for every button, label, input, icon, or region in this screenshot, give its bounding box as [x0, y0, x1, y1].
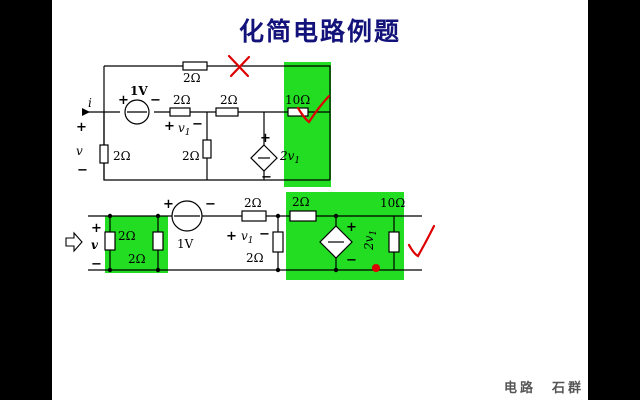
bottom-resistor-shunt-label: 2Ω: [246, 251, 264, 265]
svg-text:+: +: [260, 131, 271, 146]
bottom-junctions: [107, 213, 339, 273]
svg-text:+: +: [226, 229, 237, 244]
red-dot-mark: [372, 264, 380, 272]
cross-out-mark: [227, 54, 251, 78]
svg-text:−: −: [346, 253, 357, 268]
top-circuit: + − 1V + − 2v1 2Ω 2Ω 2Ω 10Ω 2Ω 2Ω + v1 −…: [76, 54, 331, 187]
top-current-arrow: [82, 108, 90, 116]
svg-text:+: +: [163, 197, 174, 212]
top-resistor-mid-1: [169, 107, 191, 117]
top-control-var-sub: 1: [185, 128, 191, 138]
bottom-dependent-source-sub: 1: [369, 230, 379, 236]
top-resistor-right-label: 10Ω: [285, 93, 310, 107]
bottom-check-mark: [407, 224, 436, 258]
slide: 化简电路例题: [52, 0, 588, 400]
bottom-resistor-parallel-a: [104, 231, 116, 251]
bottom-resistor-right-label: 10Ω: [380, 196, 405, 210]
bottom-control-var-sub: 1: [248, 236, 254, 246]
bottom-circuit: + − 1V + − 2v1 2Ω 2Ω 2Ω 2Ω 2Ω 10Ω + v1 −…: [65, 192, 436, 280]
svg-text:−: −: [192, 117, 203, 132]
svg-text:−: −: [259, 227, 270, 242]
svg-text:+: +: [91, 221, 102, 236]
top-highlight-box: [284, 62, 331, 187]
top-resistor-top: [182, 61, 208, 71]
top-resistor-left: [99, 144, 109, 164]
svg-text:v1: v1: [241, 229, 254, 246]
footer-credit: 电路 石群: [503, 381, 584, 396]
bottom-resistor-green-label: 2Ω: [292, 195, 310, 209]
port-arrow-icon: [65, 231, 83, 253]
top-control-var: v: [178, 121, 185, 135]
top-port-voltage: v: [76, 144, 83, 158]
svg-text:−: −: [91, 257, 102, 272]
svg-text:+: +: [76, 120, 87, 135]
top-resistor-center: [202, 139, 212, 159]
slide-title: 化简电路例题: [238, 17, 401, 46]
svg-text:−: −: [150, 93, 161, 108]
bottom-resistor-series-label: 2Ω: [244, 196, 262, 210]
top-dependent-source-sub: 1: [294, 156, 300, 166]
bottom-resistor-green: [289, 210, 317, 222]
top-resistor-left-label: 2Ω: [113, 149, 131, 163]
bottom-resistor-right: [388, 231, 400, 253]
bottom-resistor-shunt: [272, 231, 284, 253]
top-check-mark: [296, 94, 331, 124]
top-resistor-mid-2-label: 2Ω: [220, 93, 238, 107]
svg-text:−: −: [77, 163, 88, 178]
svg-text:2v1: 2v1: [279, 149, 300, 166]
svg-text:2v1: 2v1: [362, 230, 379, 251]
svg-text:+: +: [118, 93, 129, 108]
top-source-value: 1V: [130, 84, 148, 98]
svg-text:+: +: [164, 119, 175, 134]
bottom-control-var: v: [241, 229, 248, 243]
top-resistor-mid-1-label: 2Ω: [173, 93, 191, 107]
top-current-label: i: [88, 96, 92, 110]
bottom-source-value: 1V: [177, 237, 194, 251]
top-resistor-mid-2: [215, 107, 239, 117]
svg-text:−: −: [205, 197, 216, 212]
bottom-resistor-parallel-a-label: 2Ω: [118, 229, 136, 243]
top-resistor-top-label: 2Ω: [183, 71, 201, 85]
bottom-resistor-parallel-b-label: 2Ω: [128, 252, 146, 266]
bottom-resistor-series: [241, 210, 267, 222]
bottom-dependent-source-label: 2v: [362, 235, 376, 251]
svg-text:v1: v1: [178, 121, 191, 138]
top-resistor-center-label: 2Ω: [182, 149, 200, 163]
circuit-diagram: + − 1V + − 2v1 2Ω 2Ω 2Ω 10Ω 2Ω 2Ω + v1 −…: [65, 54, 436, 280]
bottom-port-voltage: v: [91, 238, 99, 252]
svg-text:+: +: [346, 220, 357, 235]
top-dependent-source-label: 2v: [279, 149, 295, 163]
bottom-resistor-parallel-b: [152, 231, 164, 251]
svg-text:−: −: [261, 170, 272, 185]
